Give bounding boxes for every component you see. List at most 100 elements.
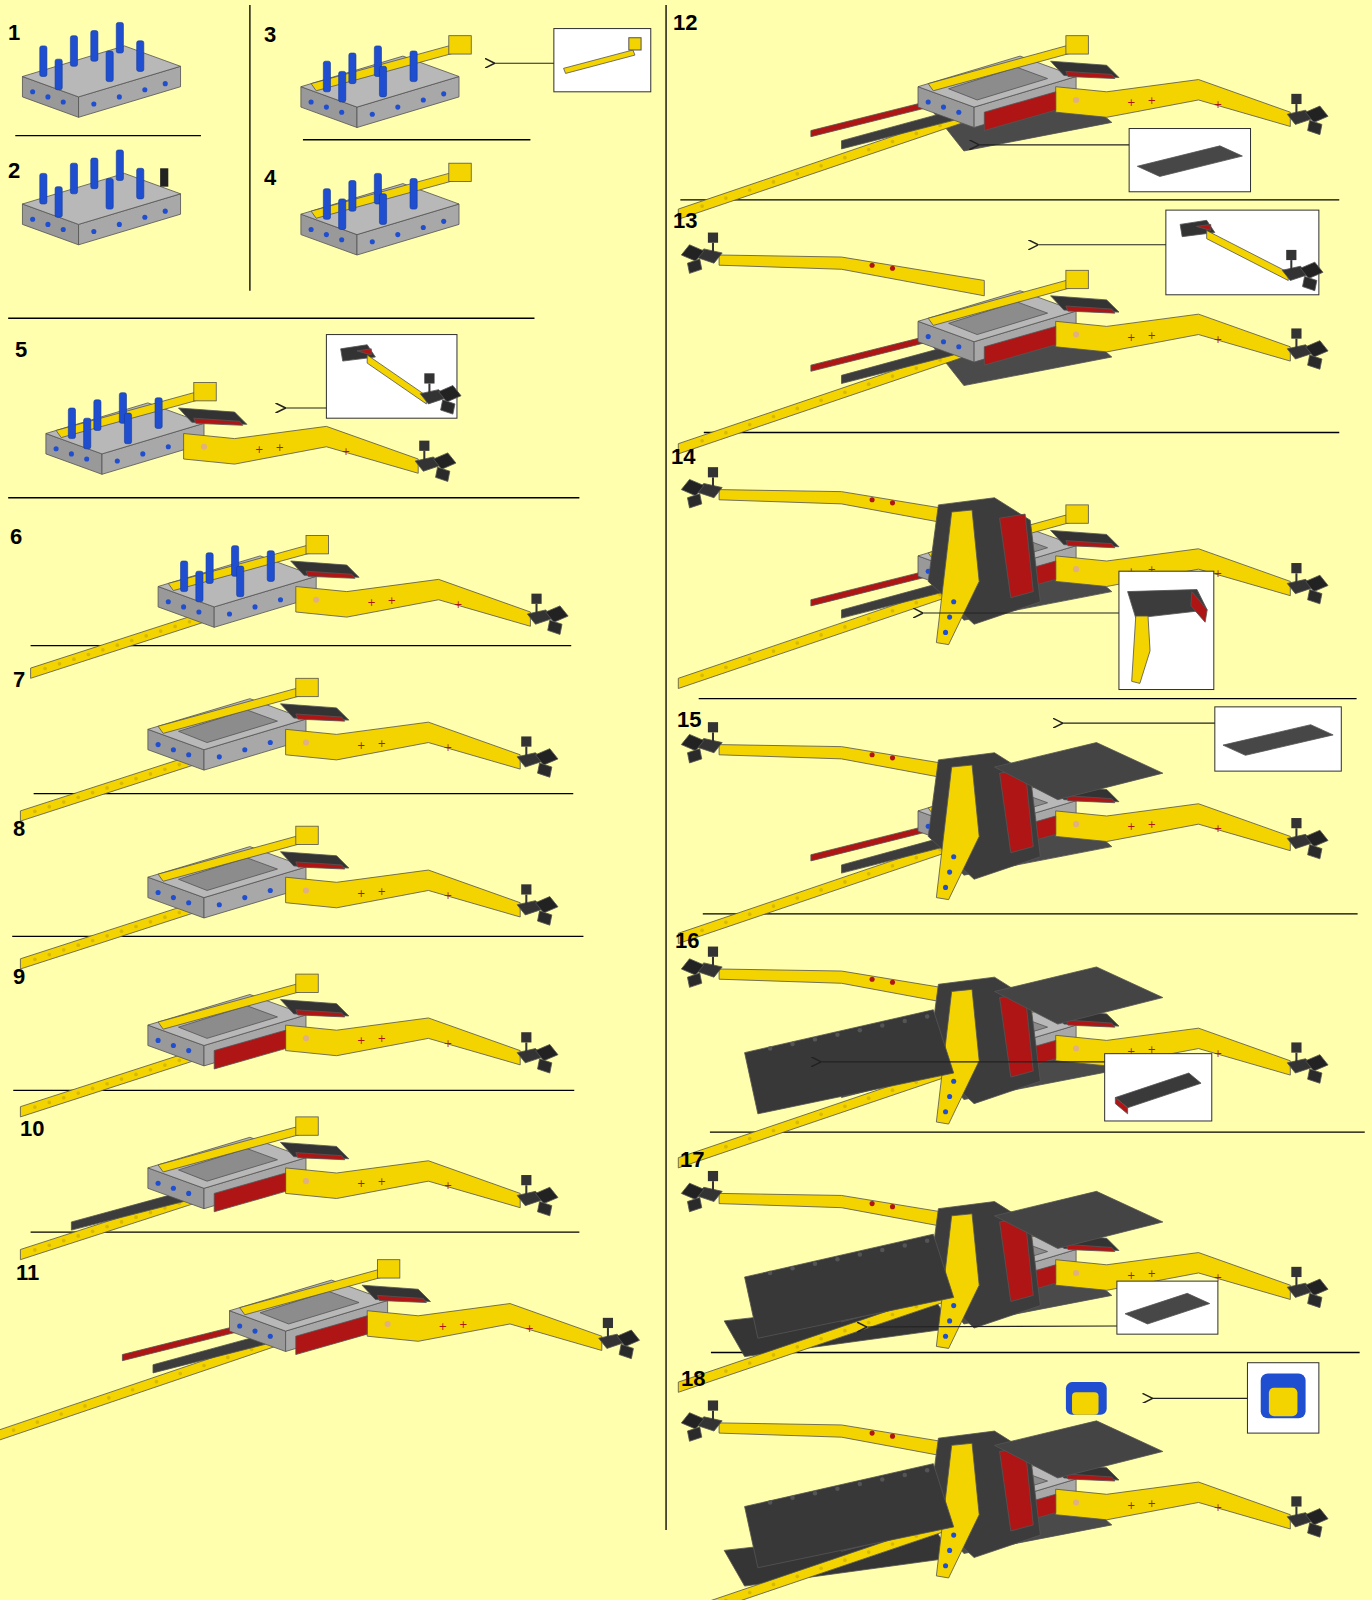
pin-hole [171,1043,176,1048]
beam-hole [76,943,80,947]
tan-pin [1073,1270,1079,1276]
pin-hole [309,99,314,104]
beam-hole [159,629,163,633]
beam-hole [795,1574,799,1578]
claw-part [525,895,527,905]
cross-mark: + [444,742,453,753]
part-accent [357,349,371,355]
pin-hole [951,1533,956,1538]
pin-hole [142,87,147,92]
pin-hole [926,99,931,104]
red-accent [1066,541,1115,548]
leader-line [922,612,1119,613]
blue-pin [70,36,77,67]
cross-mark: + [444,1038,453,1049]
step-number: 18 [681,1368,705,1390]
divider-line [665,5,666,1530]
claw-part [1306,1509,1328,1525]
beam-hole [819,633,823,637]
callout-box [1117,1281,1218,1334]
pin-hole [54,446,59,451]
pin-hole [186,900,191,905]
beam-hole [62,800,66,804]
leader-line [978,144,1129,145]
cross-mark: + [377,1176,386,1187]
cross-mark: + [1214,1502,1223,1513]
part-plate [1125,1293,1210,1324]
beam-hole [107,1396,111,1400]
part-preview [1125,1293,1210,1324]
pin-hole [45,222,50,227]
claw-part [712,243,714,253]
top-plates [995,1191,1163,1248]
claw-part [712,957,714,967]
pin-hole [926,334,931,339]
claw [681,1171,722,1212]
pin-hole [278,597,283,602]
leader-line [1152,1398,1248,1399]
beam-hole [795,1345,799,1349]
beam-hole [134,777,138,781]
claw-part [1286,250,1296,260]
red-accent [296,1153,345,1160]
beam-hole [47,805,51,809]
cross-mark: + [1148,1044,1157,1055]
beam-hole [843,1104,847,1108]
claw-part [441,400,455,414]
claw-part [1291,328,1301,338]
step-number: 1 [8,22,20,44]
claw-part [536,897,558,913]
left-beam [31,612,204,678]
model: +++ [20,974,558,1117]
part-beam [564,50,635,73]
pin-hole [441,219,446,224]
beam-hole [724,196,728,200]
stud [858,1482,862,1486]
beam-hole [867,872,871,876]
beam-hole [795,896,799,900]
part-plate [1137,146,1242,177]
beam-hole [163,915,167,919]
beam-hole [144,634,148,638]
claw-part [603,1318,613,1328]
minifig-head [1066,1382,1107,1415]
beam-hole [843,390,847,394]
divider-line [8,497,579,498]
beam-hole [795,172,799,176]
step-number: 15 [677,709,701,731]
claw-part [1306,106,1328,122]
beam-hole [134,1215,138,1219]
pin-hole [142,215,147,220]
black-beam [71,1191,183,1230]
pin-hole [947,1318,952,1323]
cross-mark: + [1214,1048,1223,1059]
cross-mark: + [357,1035,366,1046]
claw [420,373,461,414]
red-panel [984,326,1055,365]
claw-part [708,947,718,957]
red-accent [1066,796,1115,803]
beam-hole [178,763,182,767]
step-number: 8 [13,818,25,840]
beam-hole [105,786,109,790]
model: +++ [0,1260,640,1444]
blue-pin [40,46,47,77]
beam-hole [748,188,752,192]
blue-pin [267,551,274,582]
callout-box [1129,129,1250,192]
claw [517,1175,558,1216]
leader-line [1062,723,1215,724]
claw-part [681,1413,703,1429]
blue-pin [55,59,62,90]
claw [517,736,558,777]
blue-pin [94,400,101,431]
beam-hole [891,609,895,613]
beam-hole [700,439,704,443]
part-accent [1191,592,1207,623]
pin-hole [947,1094,952,1099]
pin-hole [91,229,96,234]
beam-hole [120,1077,124,1081]
red-stripe [811,335,933,372]
